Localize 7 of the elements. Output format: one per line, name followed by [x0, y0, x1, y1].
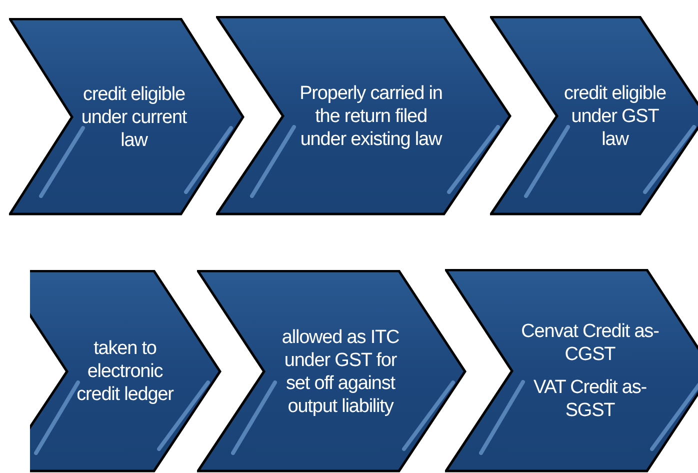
step-text: VAT Credit as- SGST: [532, 376, 648, 422]
step-text: allowed as ITC under GST for set off against output liability: [280, 326, 400, 418]
step-text: taken to electronic credit ledger: [76, 337, 175, 406]
step-text: Properly carried in the return filed under existing law: [298, 82, 444, 150]
step-text: credit eligible under GST law: [563, 82, 667, 150]
step-text: Cenvat Credit as- CGST: [520, 320, 660, 366]
step-text: credit eligible under current law: [80, 82, 188, 152]
